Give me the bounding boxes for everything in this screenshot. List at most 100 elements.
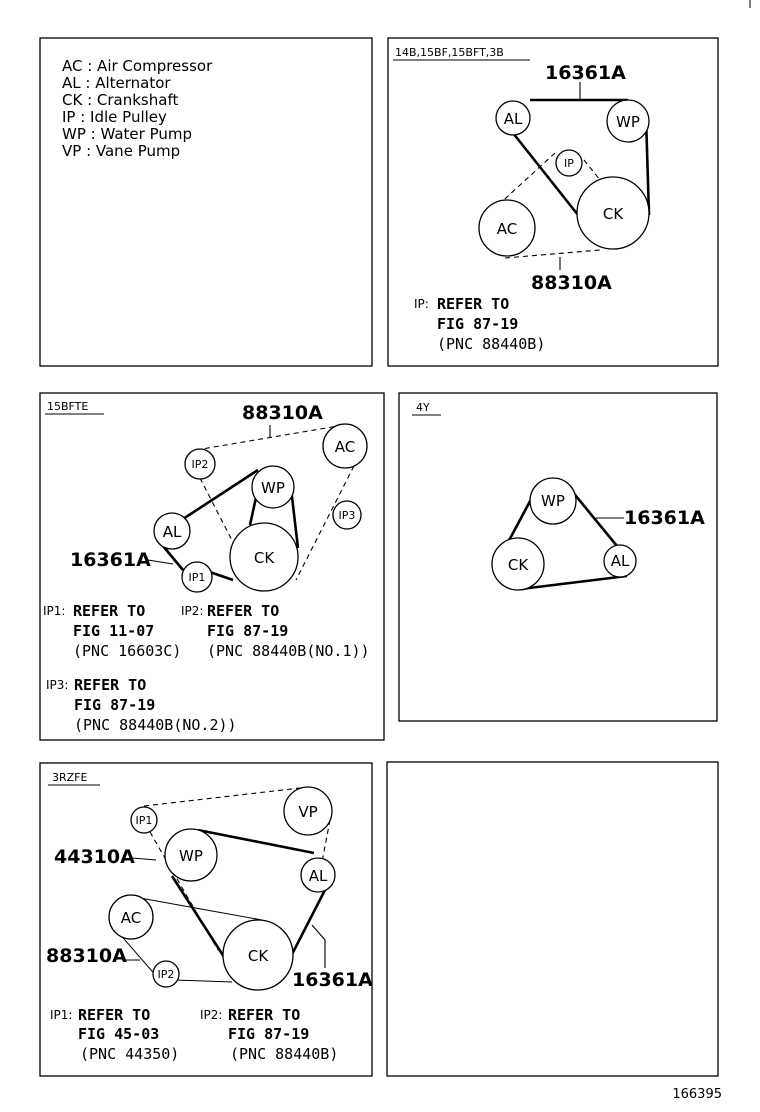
note-ip2-3rzfe: IP2: REFER TO FIG 87-19 (PNC 88440B) xyxy=(200,1006,338,1063)
pulley-al xyxy=(300,857,336,893)
panel-15bfte xyxy=(39,392,385,741)
pulley-label-ck: CK xyxy=(603,205,624,223)
note-prefix: IP: xyxy=(414,297,429,311)
pulley-al xyxy=(603,544,637,578)
pulley-label-ac: AC xyxy=(497,220,517,238)
belt-88310a xyxy=(495,152,556,208)
panel-4y xyxy=(398,392,718,722)
pulley-wp xyxy=(529,477,577,525)
note-prefix: IP2: xyxy=(181,604,203,618)
note-ip3-15bfte: IP3: REFER TO FIG 87-19 (PNC 88440B(NO.2… xyxy=(46,676,237,734)
pulley-wp xyxy=(606,99,650,143)
note-line: REFER TO xyxy=(437,295,509,313)
pulley-ip1 xyxy=(130,806,158,834)
legend-item-wp: WP : Water Pump xyxy=(62,125,192,143)
pulley-label-al: AL xyxy=(309,867,328,885)
pulley-label-ip2: IP2 xyxy=(158,968,175,981)
pulley-label-wp: WP xyxy=(261,479,285,497)
note-line: REFER TO xyxy=(207,602,279,620)
part-number-88310a: 88310A xyxy=(242,402,323,424)
pulley-ac xyxy=(478,199,536,257)
pulley-ip2 xyxy=(152,960,180,988)
note-line: (PNC 88440B) xyxy=(437,335,545,353)
pulley-label-ip2: IP2 xyxy=(192,458,209,471)
pulley-label-ac: AC xyxy=(335,438,355,456)
pulley-label-wp: WP xyxy=(541,492,565,510)
legend-item-al: AL : Alternator xyxy=(62,74,171,92)
pulley-wp xyxy=(164,828,218,882)
pulley-wp xyxy=(251,465,295,509)
note-line: (PNC 88440B(NO.2)) xyxy=(74,716,237,734)
note-ip-14b: IP: REFER TO FIG 87-19 (PNC 88440B) xyxy=(414,295,545,353)
part-number-88310a: 88310A xyxy=(46,945,127,967)
pulley-ck xyxy=(491,537,545,591)
pulley-label-wp: WP xyxy=(616,113,640,131)
belt-16361a xyxy=(182,468,259,521)
belt-diagram-14b: AL WP IP AC CK 16361A 88310A xyxy=(478,62,651,294)
note-prefix: IP3: xyxy=(46,678,68,692)
belt-diagram-4y: WP CK AL 16361A xyxy=(491,477,705,591)
note-ip1-15bfte: IP1: REFER TO FIG 11-07 (PNC 16603C) xyxy=(43,602,181,660)
belt-diagram-15bfte: AC IP2 WP IP3 AL CK IP1 88310A 16361A xyxy=(70,402,368,593)
belt-44310a xyxy=(143,787,301,807)
pulley-ip3 xyxy=(332,500,362,530)
pulley-al xyxy=(153,512,191,550)
belt-diagram-3rzfe: IP1 VP WP AL AC CK IP2 44310A 88310A 163… xyxy=(46,786,373,991)
note-line: FIG 45-03 xyxy=(78,1025,159,1043)
legend-item-ip: IP : Idle Pulley xyxy=(62,108,167,126)
empty-panel xyxy=(386,761,719,1077)
pulley-label-ac: AC xyxy=(121,909,141,927)
part-number-44310a: 44310A xyxy=(54,846,135,868)
pulley-label-ip3: IP3 xyxy=(339,509,356,522)
note-prefix: IP2: xyxy=(200,1008,222,1022)
panel-3rzfe xyxy=(39,762,373,1077)
note-line: (PNC 88440B) xyxy=(230,1045,338,1063)
note-line: FIG 87-19 xyxy=(74,696,155,714)
pulley-label-ip1: IP1 xyxy=(189,571,206,584)
pulley-vp xyxy=(283,786,333,836)
note-line: REFER TO xyxy=(228,1006,300,1024)
legend-item-ck: CK : Crankshaft xyxy=(62,91,178,109)
note-line: (PNC 44350) xyxy=(80,1045,179,1063)
pulley-ck xyxy=(229,522,299,592)
note-line: (PNC 16603C) xyxy=(73,642,181,660)
pulley-label-ip1: IP1 xyxy=(136,814,153,827)
note-ip2-15bfte: IP2: REFER TO FIG 87-19 (PNC 88440B(NO.1… xyxy=(181,602,370,660)
part-number-16361a: 16361A xyxy=(545,62,626,84)
note-prefix: IP1: xyxy=(43,604,65,618)
legend-item-ac: AC : Air Compressor xyxy=(62,57,213,75)
note-line: FIG 87-19 xyxy=(437,315,518,333)
engine-tag-4y: 4Y xyxy=(416,401,430,414)
pulley-ip xyxy=(555,149,583,177)
legend: AC : Air Compressor AL : Alternator CK :… xyxy=(62,57,213,160)
belt-88310a xyxy=(139,897,263,921)
note-ip1-3rzfe: IP1: REFER TO FIG 45-03 (PNC 44350) xyxy=(50,1006,179,1063)
pulley-label-ck: CK xyxy=(248,947,269,965)
pulley-label-al: AL xyxy=(611,552,630,570)
part-number-16361a: 16361A xyxy=(624,507,705,529)
belt-88310a xyxy=(195,425,339,451)
panel-14b xyxy=(387,37,719,367)
note-line: FIG 87-19 xyxy=(207,622,288,640)
pulley-ip1 xyxy=(181,561,213,593)
note-line: (PNC 88440B(NO.1)) xyxy=(207,642,370,660)
part-number-88310a: 88310A xyxy=(531,272,612,294)
pulley-ck xyxy=(222,919,294,991)
pulley-label-al: AL xyxy=(163,523,182,541)
pulley-ck xyxy=(576,176,650,250)
part-number-16361a: 16361A xyxy=(292,969,373,991)
belt-16361a xyxy=(197,828,315,855)
pulley-label-wp: WP xyxy=(179,847,203,865)
note-line: REFER TO xyxy=(74,676,146,694)
legend-item-vp: VP : Vane Pump xyxy=(62,142,180,160)
part-number-16361a: 16361A xyxy=(70,549,151,571)
note-line: REFER TO xyxy=(73,602,145,620)
pulley-label-ck: CK xyxy=(254,549,275,567)
pulley-label-ip: IP xyxy=(564,157,574,170)
note-line: REFER TO xyxy=(78,1006,150,1024)
figure-number: 166395 xyxy=(672,1087,722,1102)
pulley-al xyxy=(495,100,531,136)
pulley-label-ck: CK xyxy=(508,556,529,574)
pulley-label-vp: VP xyxy=(298,803,317,821)
